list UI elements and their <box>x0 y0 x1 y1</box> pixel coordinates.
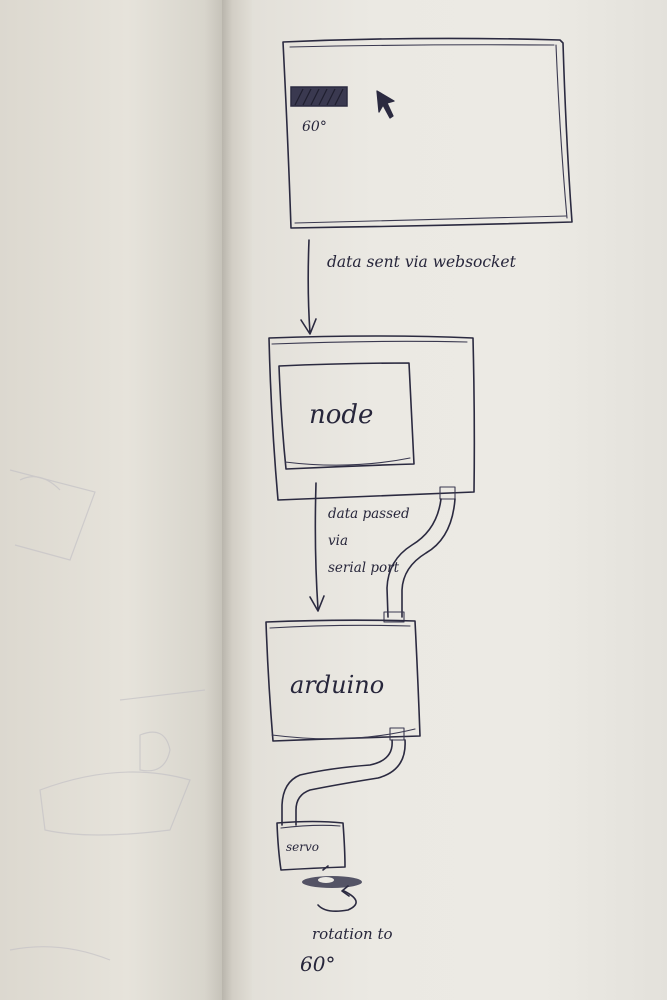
rotation-label-line1: rotation to <box>312 925 393 943</box>
websocket-arrow <box>300 239 317 335</box>
servo-label: servo <box>286 840 319 854</box>
serial-label-line2: via <box>328 533 348 549</box>
serial-arrow <box>309 482 325 612</box>
node-label: node <box>309 400 373 430</box>
browser-window <box>282 37 573 229</box>
notebook-gutter <box>222 0 252 1000</box>
slider-bar <box>290 86 348 107</box>
servo-box <box>276 820 346 871</box>
cursor-arrow-icon <box>376 90 395 119</box>
rotation-label-line2: 60° <box>300 952 335 976</box>
servo-cable <box>281 739 406 826</box>
node-server-box <box>268 335 476 501</box>
websocket-label: data sent via websocket <box>327 253 517 271</box>
serial-label-line3: serial port <box>328 560 400 576</box>
rotation-arrow-icon <box>317 885 357 912</box>
serial-label-line1: data passed <box>328 506 410 522</box>
serial-cable <box>383 486 456 623</box>
slider-value-label: 60° <box>302 119 327 135</box>
arduino-box <box>265 619 421 742</box>
servo-horn <box>302 865 362 888</box>
arduino-label: arduino <box>290 671 384 699</box>
